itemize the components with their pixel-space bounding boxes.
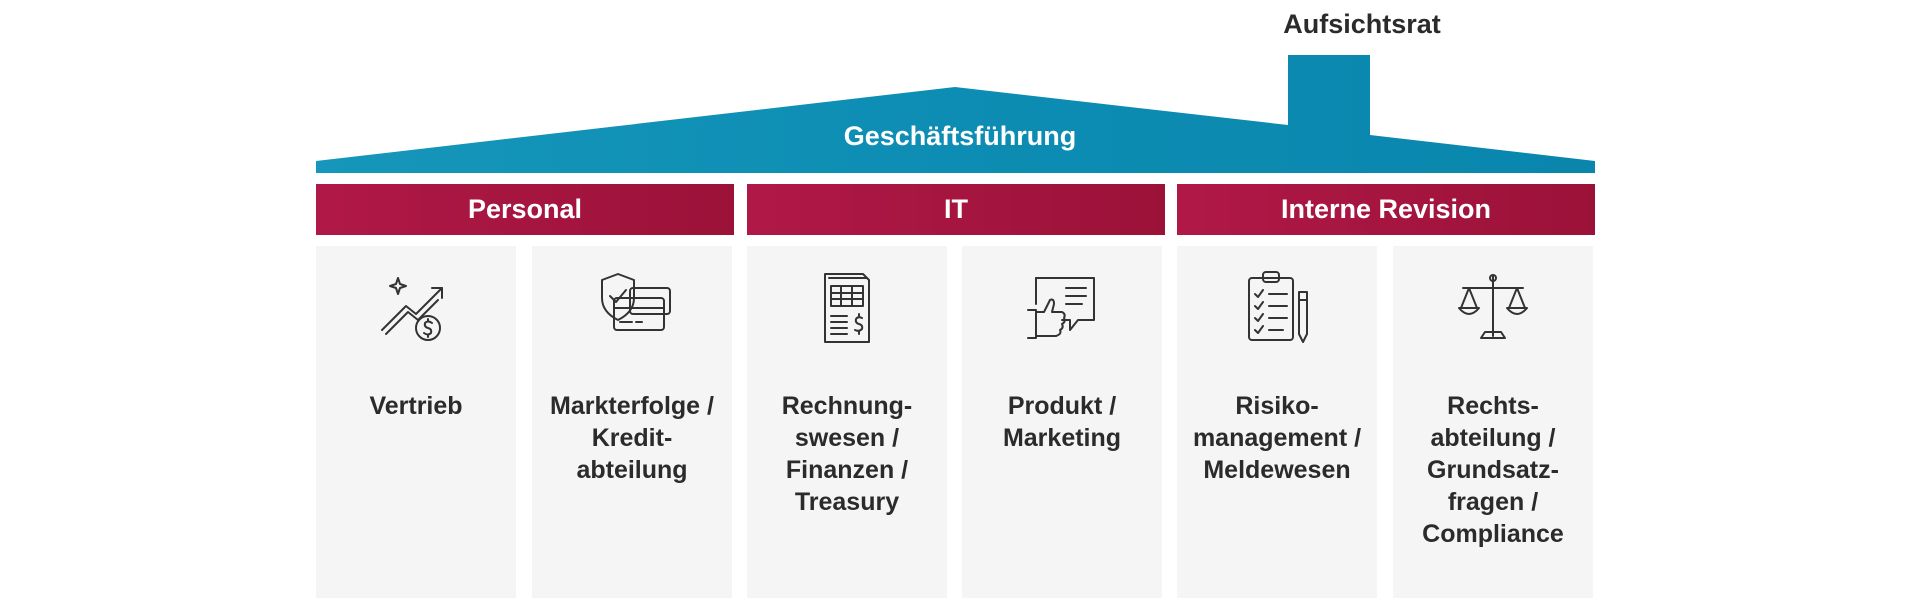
unit-label: Rechts- abteilung / Grundsatz- fragen / … — [1422, 392, 1564, 548]
department-it: IT — [747, 184, 1165, 235]
unit-card-sales: Vertrieb — [316, 246, 516, 598]
shield-card-icon — [592, 268, 672, 348]
unit-card-risk: Risiko- management / Meldewesen — [1177, 246, 1377, 598]
unit-label: Markterfolge / Kredit- abteilung — [550, 392, 714, 484]
department-personal: Personal — [316, 184, 734, 235]
clipboard-checklist-icon — [1237, 268, 1317, 348]
unit-card-market-credit: Markterfolge / Kredit- abteilung — [532, 246, 732, 598]
supervisory-board-label: Aufsichtsrat — [1283, 9, 1441, 39]
department-internal-audit: Interne Revision — [1177, 184, 1595, 235]
unit-card-product-marketing: Produkt / Marketing — [962, 246, 1162, 598]
roof-shape — [316, 55, 1595, 173]
scales-icon — [1453, 268, 1533, 348]
roof-polygon — [316, 55, 1595, 173]
unit-label: Risiko- management / Meldewesen — [1192, 392, 1362, 484]
spreadsheet-invoice-icon — [807, 268, 887, 348]
unit-card-accounting: Rechnung- swesen / Finanzen / Treasury — [747, 246, 947, 598]
unit-label: Produkt / Marketing — [1002, 392, 1122, 452]
unit-label: Vertrieb — [369, 392, 463, 420]
growth-dollar-icon — [376, 268, 456, 348]
management-label: Geschäftsführung — [843, 121, 1077, 151]
thumbs-up-message-icon — [1022, 268, 1102, 348]
unit-label: Rechnung- swesen / Finanzen / Treasury — [781, 392, 913, 516]
unit-card-legal: Rechts- abteilung / Grundsatz- fragen / … — [1393, 246, 1593, 598]
